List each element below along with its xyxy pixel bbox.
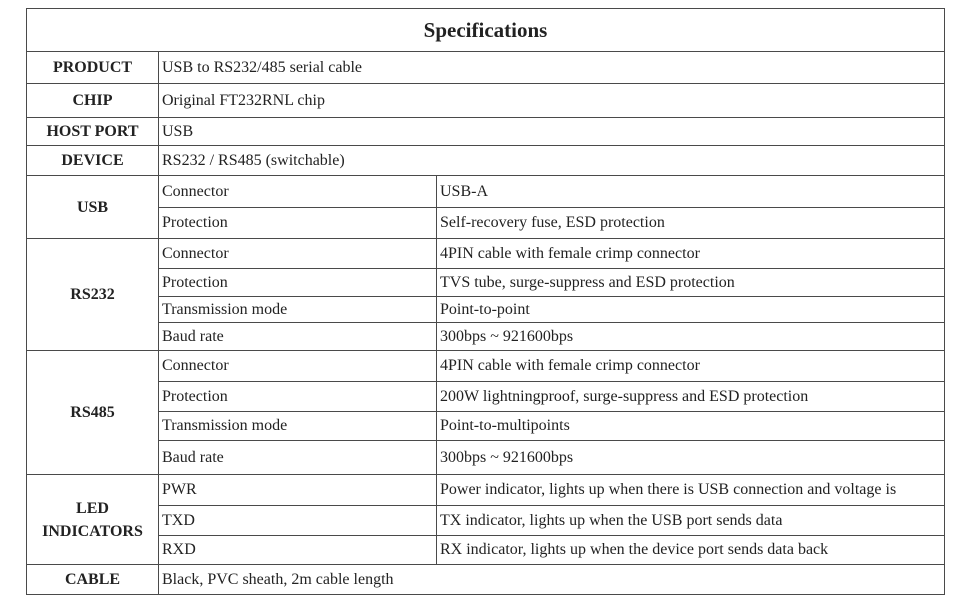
rs485-protection-value: 200W lightningproof, surge-suppress and … — [435, 381, 946, 412]
specifications-table: Specifications PRODUCT USB to RS232/485 … — [25, 8, 946, 595]
led-pwr-key: PWR — [158, 474, 437, 506]
table-row: Transmission mode Point-to-multipoints — [27, 411, 946, 441]
table-row: CABLE Black, PVC sheath, 2m cable length — [26, 564, 946, 595]
rs232-mode-value: Point-to-point — [435, 296, 946, 323]
rs485-connector-value: 4PIN cable with female crimp connector — [435, 350, 946, 382]
led-indicators-label: LED INDICATORS — [26, 474, 159, 565]
usb-connector-value: USB-A — [435, 175, 946, 208]
led-label-line2: INDICATORS — [42, 522, 143, 540]
device-value: RS232 / RS485 (switchable) — [157, 145, 946, 176]
table-title: Specifications — [25, 8, 946, 52]
table-row: RXD RX indicator, lights up when the dev… — [27, 535, 946, 565]
rs232-baud-value: 300bps ~ 921600bps — [435, 322, 946, 351]
table-row: Transmission mode Point-to-point — [27, 296, 946, 323]
table-row: LED INDICATORS PWR Power indicator, light… — [26, 474, 946, 565]
rs232-connector-value: 4PIN cable with female crimp connector — [435, 238, 946, 269]
rs485-label: RS485 — [26, 350, 159, 475]
rs485-mode-value: Point-to-multipoints — [435, 411, 946, 441]
table-row: TXD TX indicator, lights up when the USB… — [27, 505, 946, 536]
rs485-mode-key: Transmission mode — [158, 411, 437, 441]
usb-connector-key: Connector — [158, 175, 437, 208]
rs232-mode-key: Transmission mode — [158, 296, 437, 323]
title-row: Specifications — [25, 8, 946, 52]
usb-protection-value: Self-recovery fuse, ESD protection — [435, 207, 946, 239]
table-row: Baud rate 300bps ~ 921600bps — [27, 322, 946, 351]
table-row: Protection TVS tube, surge-suppress and … — [27, 268, 946, 297]
table-row: Baud rate 300bps ~ 921600bps — [27, 440, 946, 475]
rs232-label: RS232 — [26, 238, 159, 351]
table-row: RS485 Connector 4PIN cable with female c… — [26, 350, 946, 475]
rs232-protection-key: Protection — [158, 268, 437, 297]
table-row: DEVICE RS232 / RS485 (switchable) — [26, 145, 946, 176]
rs485-protection-key: Protection — [158, 381, 437, 412]
chip-value: Original FT232RNL chip — [157, 83, 946, 118]
cable-value: Black, PVC sheath, 2m cable length — [157, 564, 946, 595]
led-txd-key: TXD — [158, 505, 437, 536]
led-pwr-value: Power indicator, lights up when there is… — [435, 474, 946, 506]
rs485-baud-value: 300bps ~ 921600bps — [435, 440, 946, 475]
usb-protection-key: Protection — [158, 207, 437, 239]
table-row: HOST PORT USB — [26, 117, 946, 146]
rs485-connector-key: Connector — [158, 350, 437, 382]
rs232-baud-key: Baud rate — [158, 322, 437, 351]
table-row: Protection Self-recovery fuse, ESD prote… — [27, 207, 946, 239]
usb-label: USB — [26, 175, 159, 239]
host-port-value: USB — [157, 117, 946, 146]
rs485-baud-key: Baud rate — [158, 440, 437, 475]
led-label-line1: LED — [76, 499, 109, 517]
table-row: RS232 Connector 4PIN cable with female c… — [26, 238, 946, 351]
product-label: PRODUCT — [26, 51, 159, 84]
product-value: USB to RS232/485 serial cable — [157, 51, 946, 84]
device-label: DEVICE — [26, 145, 159, 176]
rs232-connector-key: Connector — [158, 238, 437, 269]
rs232-protection-value: TVS tube, surge-suppress and ESD protect… — [435, 268, 946, 297]
led-rxd-value: RX indicator, lights up when the device … — [435, 535, 946, 565]
table-row: PRODUCT USB to RS232/485 serial cable — [26, 51, 946, 84]
chip-label: CHIP — [26, 83, 159, 118]
cable-label: CABLE — [26, 564, 159, 595]
led-txd-value: TX indicator, lights up when the USB por… — [435, 505, 946, 536]
host-port-label: HOST PORT — [26, 117, 159, 146]
led-rxd-key: RXD — [158, 535, 437, 565]
table-row: USB Connector USB-A — [26, 175, 946, 239]
table-row: CHIP Original FT232RNL chip — [26, 83, 946, 118]
table-row: Protection 200W lightningproof, surge-su… — [27, 381, 946, 412]
